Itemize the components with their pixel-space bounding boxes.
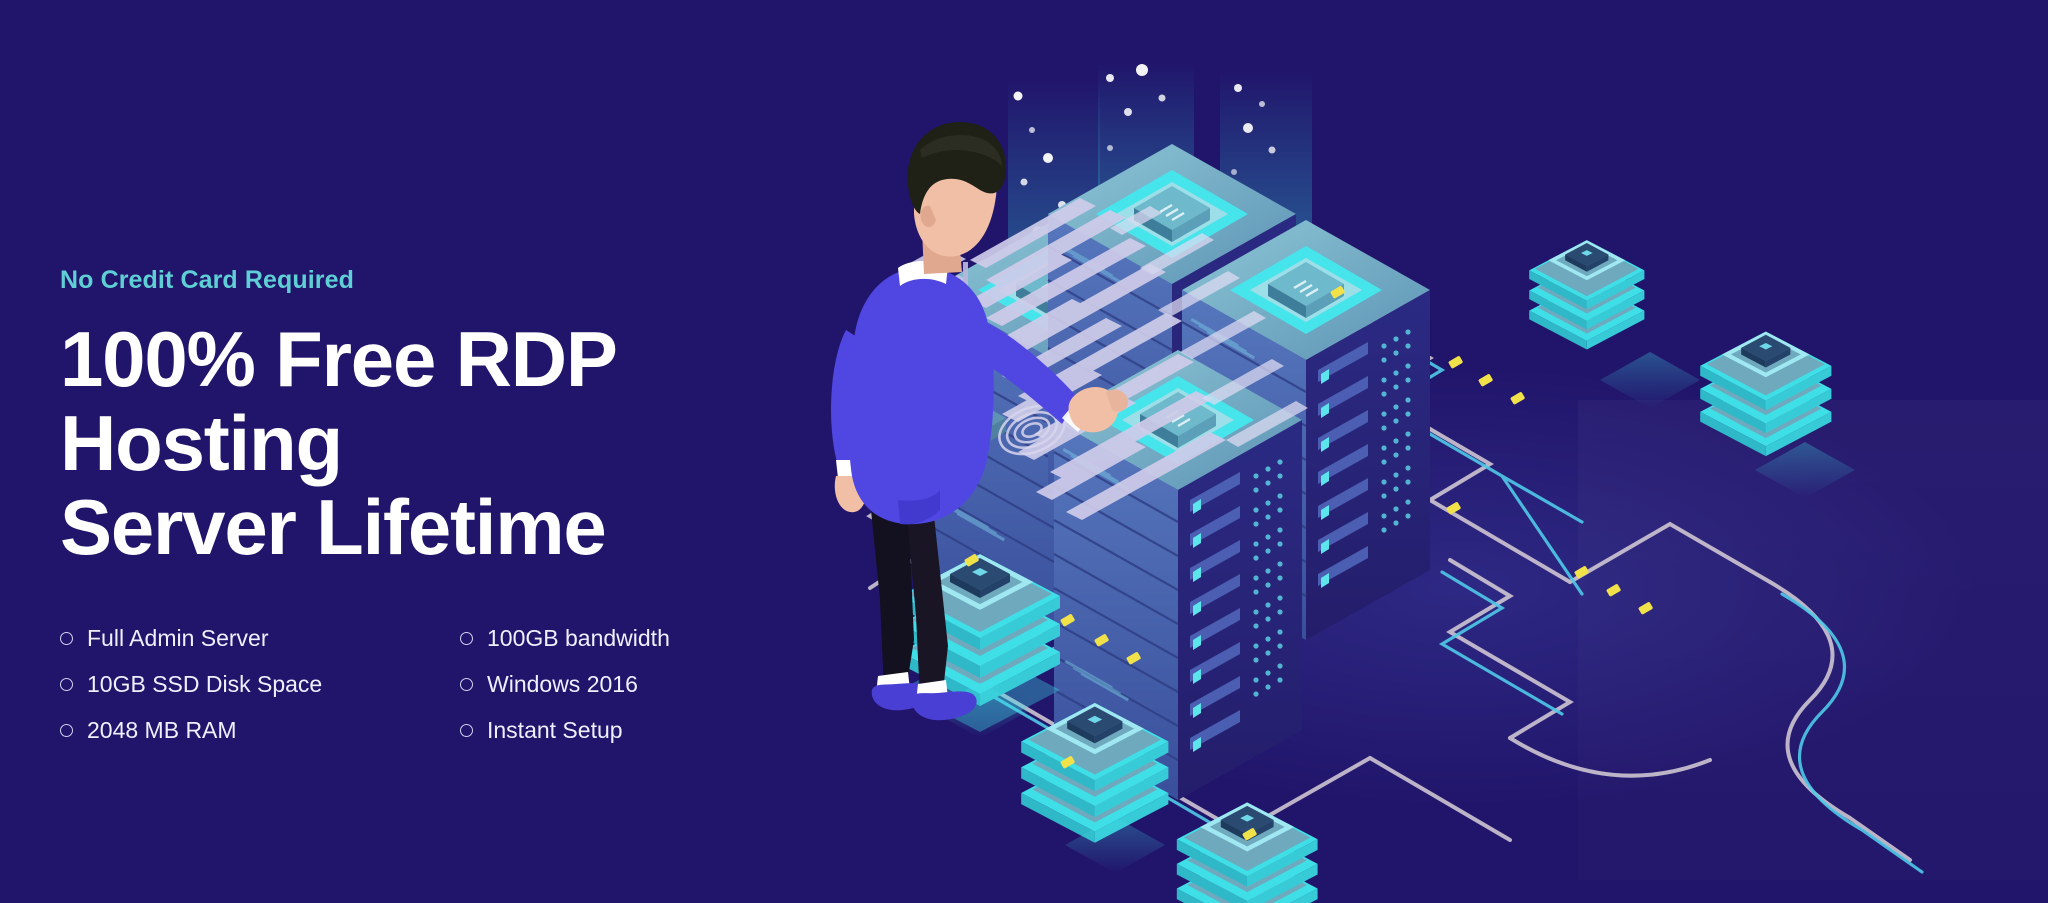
hero-copy: No Credit Card Required 100% Free RDP Ho…: [60, 268, 840, 754]
list-item: 2048 MB RAM: [60, 708, 370, 754]
headline-line-1: 100% Free RDP Hosting: [60, 315, 616, 488]
node-reflections: [930, 352, 1855, 873]
feature-label: 100GB bandwidth: [487, 625, 670, 652]
feature-label: Windows 2016: [487, 671, 638, 698]
feature-list: Full Admin Server 100GB bandwidth 10GB S…: [60, 616, 840, 754]
feature-label: Full Admin Server: [87, 625, 269, 652]
bullet-circle-icon: [460, 724, 473, 738]
feature-label: 10GB SSD Disk Space: [87, 671, 323, 698]
list-item: Full Admin Server: [60, 616, 370, 662]
isometric-datacenter-illustration: [810, 0, 2048, 903]
feature-label: Instant Setup: [487, 717, 623, 744]
headline-line-2: Server Lifetime: [60, 483, 607, 572]
small-server-node: [1021, 702, 1169, 843]
list-item: 100GB bandwidth: [460, 616, 770, 662]
list-item: 10GB SSD Disk Space: [60, 662, 370, 708]
small-server-node: [1176, 802, 1318, 903]
shoe-right: [911, 680, 977, 721]
standing-person: [831, 122, 1128, 721]
small-server-node: [1529, 240, 1645, 350]
feature-label: 2048 MB RAM: [87, 717, 237, 744]
bullet-circle-icon: [60, 678, 73, 692]
bullet-circle-icon: [460, 678, 473, 692]
list-item: Instant Setup: [460, 708, 770, 754]
small-server-node: [1700, 331, 1832, 457]
hero-eyebrow: No Credit Card Required: [60, 266, 354, 294]
bullet-circle-icon: [460, 632, 473, 646]
bullet-circle-icon: [60, 724, 73, 738]
bullet-circle-icon: [60, 632, 73, 646]
page-title: 100% Free RDP Hosting Server Lifetime: [60, 317, 840, 570]
list-item: Windows 2016: [460, 662, 770, 708]
